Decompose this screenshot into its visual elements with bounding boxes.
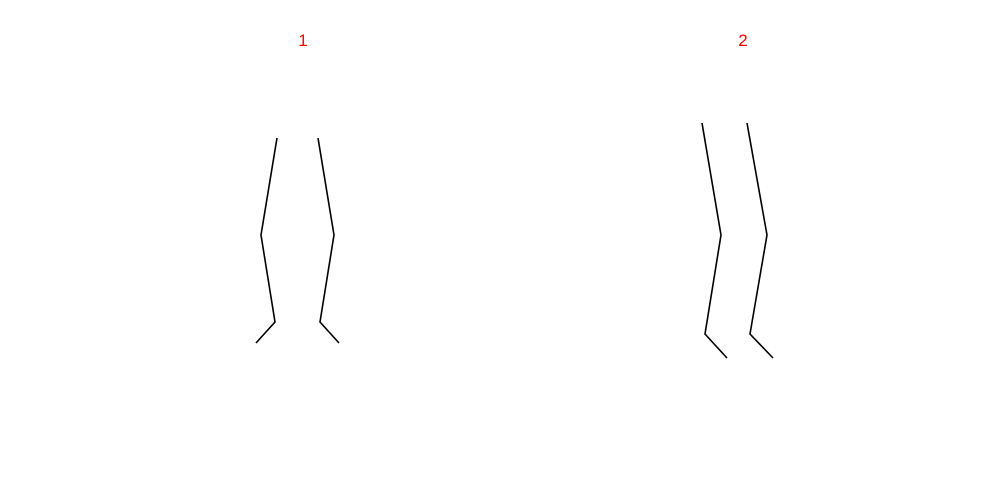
- panel-2-legs: [701, 122, 774, 359]
- panel-label-2: 2: [738, 31, 748, 50]
- panel-1-left-leg: [255, 137, 278, 344]
- panel-1-legs: [255, 137, 340, 344]
- panel-1-right-leg: [317, 137, 340, 344]
- panel-2-right-leg: [746, 122, 774, 359]
- panel-2-left-leg: [701, 122, 728, 359]
- panel-label-1: 1: [298, 31, 308, 50]
